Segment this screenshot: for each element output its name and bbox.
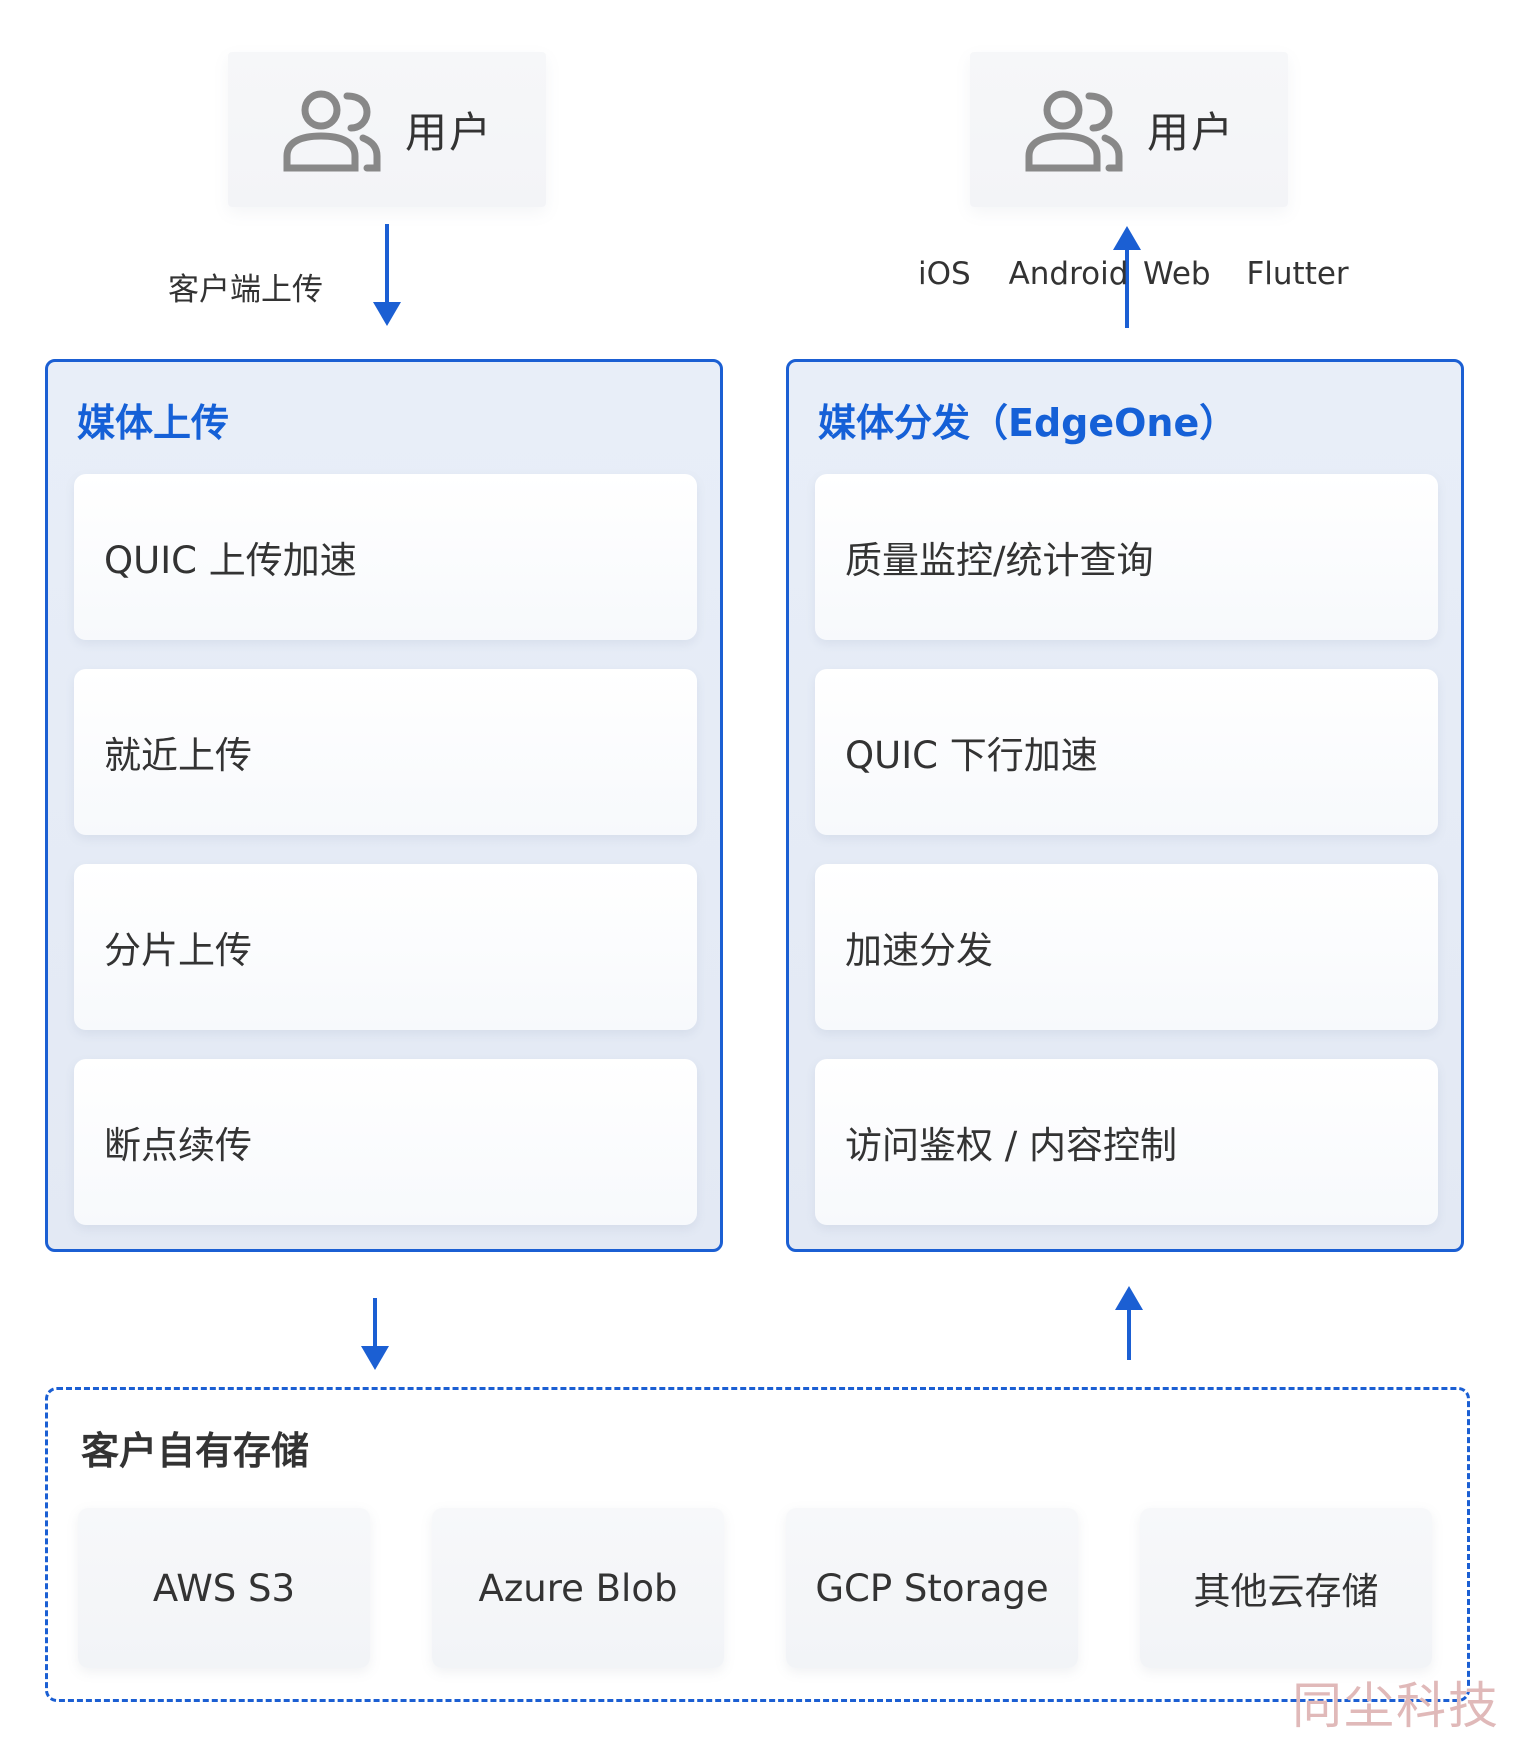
down-arrow-icon	[361, 1298, 389, 1370]
feature-card: QUIC 上传加速	[74, 474, 697, 640]
storage-card: Azure Blob	[432, 1508, 724, 1668]
platform-list-right: Web Flutter	[1143, 256, 1349, 292]
watermark: 同尘科技	[1292, 1677, 1500, 1735]
users-icon	[1025, 90, 1123, 171]
panel-title: 媒体上传	[77, 401, 230, 445]
user-label: 用户	[1146, 108, 1235, 157]
up-arrow-icon	[1113, 226, 1141, 328]
storage-title: 客户自有存储	[81, 1429, 310, 1473]
storage-card: 其他云存储	[1140, 1508, 1432, 1668]
user-box-delivery: 用户	[970, 52, 1288, 207]
platform-ios: iOS	[918, 256, 971, 292]
storage-card: GCP Storage	[786, 1508, 1078, 1668]
media-upload-panel: 媒体上传 QUIC 上传加速 就近上传 分片上传 断点续传	[45, 359, 723, 1252]
up-arrow-icon	[1115, 1286, 1143, 1360]
feature-card: 断点续传	[74, 1059, 697, 1225]
users-icon	[283, 90, 381, 171]
storage-card: AWS S3	[78, 1508, 370, 1668]
feature-card: 分片上传	[74, 864, 697, 1030]
feature-card: QUIC 下行加速	[815, 669, 1438, 835]
feature-card: 质量监控/统计查询	[815, 474, 1438, 640]
feature-card: 访问鉴权 / 内容控制	[815, 1059, 1438, 1225]
feature-card: 加速分发	[815, 864, 1438, 1030]
feature-card: 就近上传	[74, 669, 697, 835]
panel-title: 媒体分发（EdgeOne）	[818, 401, 1238, 445]
user-label: 用户	[404, 108, 493, 157]
platform-android: Android	[1008, 256, 1129, 292]
upload-flow-label: 客户端上传	[168, 272, 323, 308]
platform-flutter: Flutter	[1246, 256, 1349, 292]
user-box-upload: 用户	[228, 52, 546, 207]
platform-list: iOS Android	[918, 256, 1128, 292]
media-delivery-panel: 媒体分发（EdgeOne） 质量监控/统计查询 QUIC 下行加速 加速分发 访…	[786, 359, 1464, 1252]
platform-web: Web	[1143, 256, 1211, 292]
customer-storage-group: 客户自有存储 AWS S3 Azure Blob GCP Storage 其他云…	[45, 1387, 1470, 1702]
down-arrow-icon	[373, 224, 401, 326]
